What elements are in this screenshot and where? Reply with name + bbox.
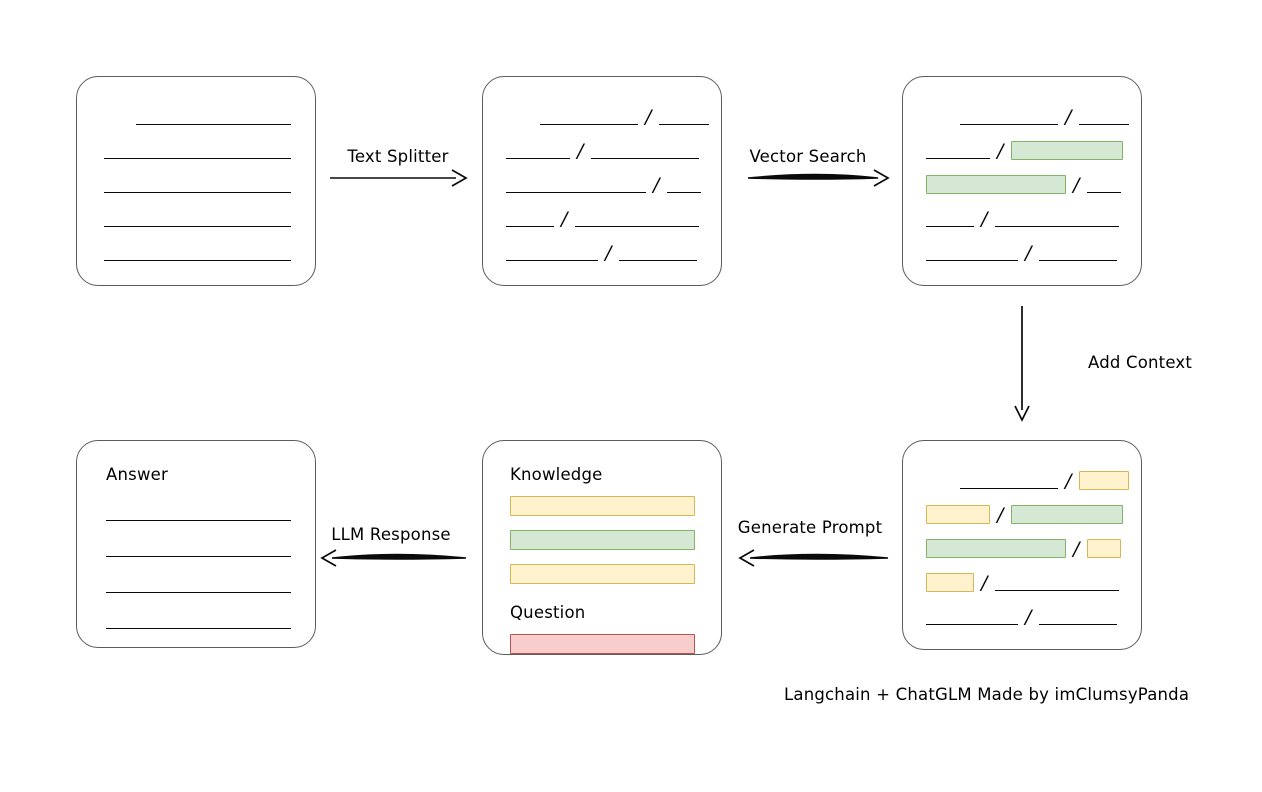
text-rule	[926, 226, 974, 227]
text-rule	[506, 260, 598, 261]
text-rule	[136, 124, 291, 125]
slash-separator: /	[1065, 470, 1072, 492]
slash-separator: /	[1073, 538, 1080, 560]
text-rule	[960, 488, 1058, 489]
highlight-chip-yellow[interactable]	[1079, 471, 1129, 490]
text-rule	[106, 592, 291, 593]
text-rule	[1087, 192, 1121, 193]
text-rule	[659, 124, 709, 125]
text-rule	[540, 124, 638, 125]
prompt-bar-red[interactable]	[510, 634, 695, 654]
text-rule	[506, 158, 570, 159]
diagram-caption: Langchain + ChatGLM Made by imClumsyPand…	[784, 685, 1190, 704]
text-rule	[926, 158, 990, 159]
text-rule	[106, 556, 291, 557]
text-rule	[995, 590, 1119, 591]
slash-separator: /	[1025, 606, 1032, 628]
text-rule	[106, 520, 291, 521]
text-rule	[926, 260, 1018, 261]
slash-separator: /	[1073, 174, 1080, 196]
text-rule	[591, 158, 699, 159]
text-rule	[995, 226, 1119, 227]
prompt-bar-green[interactable]	[510, 530, 695, 550]
edge-label-text-splitter: Text Splitter	[347, 147, 449, 166]
text-rule	[104, 260, 291, 261]
slash-separator: /	[997, 140, 1004, 162]
text-rule	[1039, 624, 1117, 625]
text-rule	[104, 158, 291, 159]
text-rule	[1079, 124, 1129, 125]
highlight-chip-green[interactable]	[1011, 505, 1123, 524]
text-rule	[667, 192, 701, 193]
text-rule	[106, 628, 291, 629]
node-split-chunks[interactable]	[482, 76, 722, 286]
highlight-chip-green[interactable]	[926, 175, 1066, 194]
section-heading-question: Question	[510, 603, 586, 622]
node-title-answer: Answer	[106, 465, 168, 484]
slash-separator: /	[1025, 242, 1032, 264]
slash-separator: /	[1065, 106, 1072, 128]
text-rule	[104, 226, 291, 227]
edge-label-llm-response: LLM Response	[331, 525, 451, 544]
edge-label-generate-prompt: Generate Prompt	[737, 518, 883, 537]
text-rule	[575, 226, 699, 227]
edge-label-vector-search: Vector Search	[749, 147, 867, 166]
text-rule	[104, 192, 291, 193]
text-rule	[619, 260, 697, 261]
highlight-chip-yellow[interactable]	[926, 505, 990, 524]
node-source-document[interactable]	[76, 76, 316, 286]
text-rule	[926, 624, 1018, 625]
highlight-chip-yellow[interactable]	[1087, 539, 1121, 558]
slash-separator: /	[577, 140, 584, 162]
highlight-chip-green[interactable]	[926, 539, 1066, 558]
text-rule	[1039, 260, 1117, 261]
edge-add-context	[1014, 306, 1030, 422]
slash-separator: /	[981, 208, 988, 230]
text-rule	[506, 226, 554, 227]
edge-label-add-context: Add Context	[1088, 353, 1193, 372]
slash-separator: /	[605, 242, 612, 264]
edge-generate-prompt	[738, 549, 889, 567]
slash-separator: /	[997, 504, 1004, 526]
slash-separator: /	[653, 174, 660, 196]
section-heading-knowledge: Knowledge	[510, 465, 603, 484]
prompt-bar-yellow[interactable]	[510, 564, 695, 584]
highlight-chip-yellow[interactable]	[926, 573, 974, 592]
text-rule	[960, 124, 1058, 125]
slash-separator: /	[561, 208, 568, 230]
slash-separator: /	[981, 572, 988, 594]
prompt-bar-yellow[interactable]	[510, 496, 695, 516]
text-rule	[506, 192, 646, 193]
node-answer[interactable]	[76, 440, 316, 648]
highlight-chip-green[interactable]	[1011, 141, 1123, 160]
slash-separator: /	[645, 106, 652, 128]
